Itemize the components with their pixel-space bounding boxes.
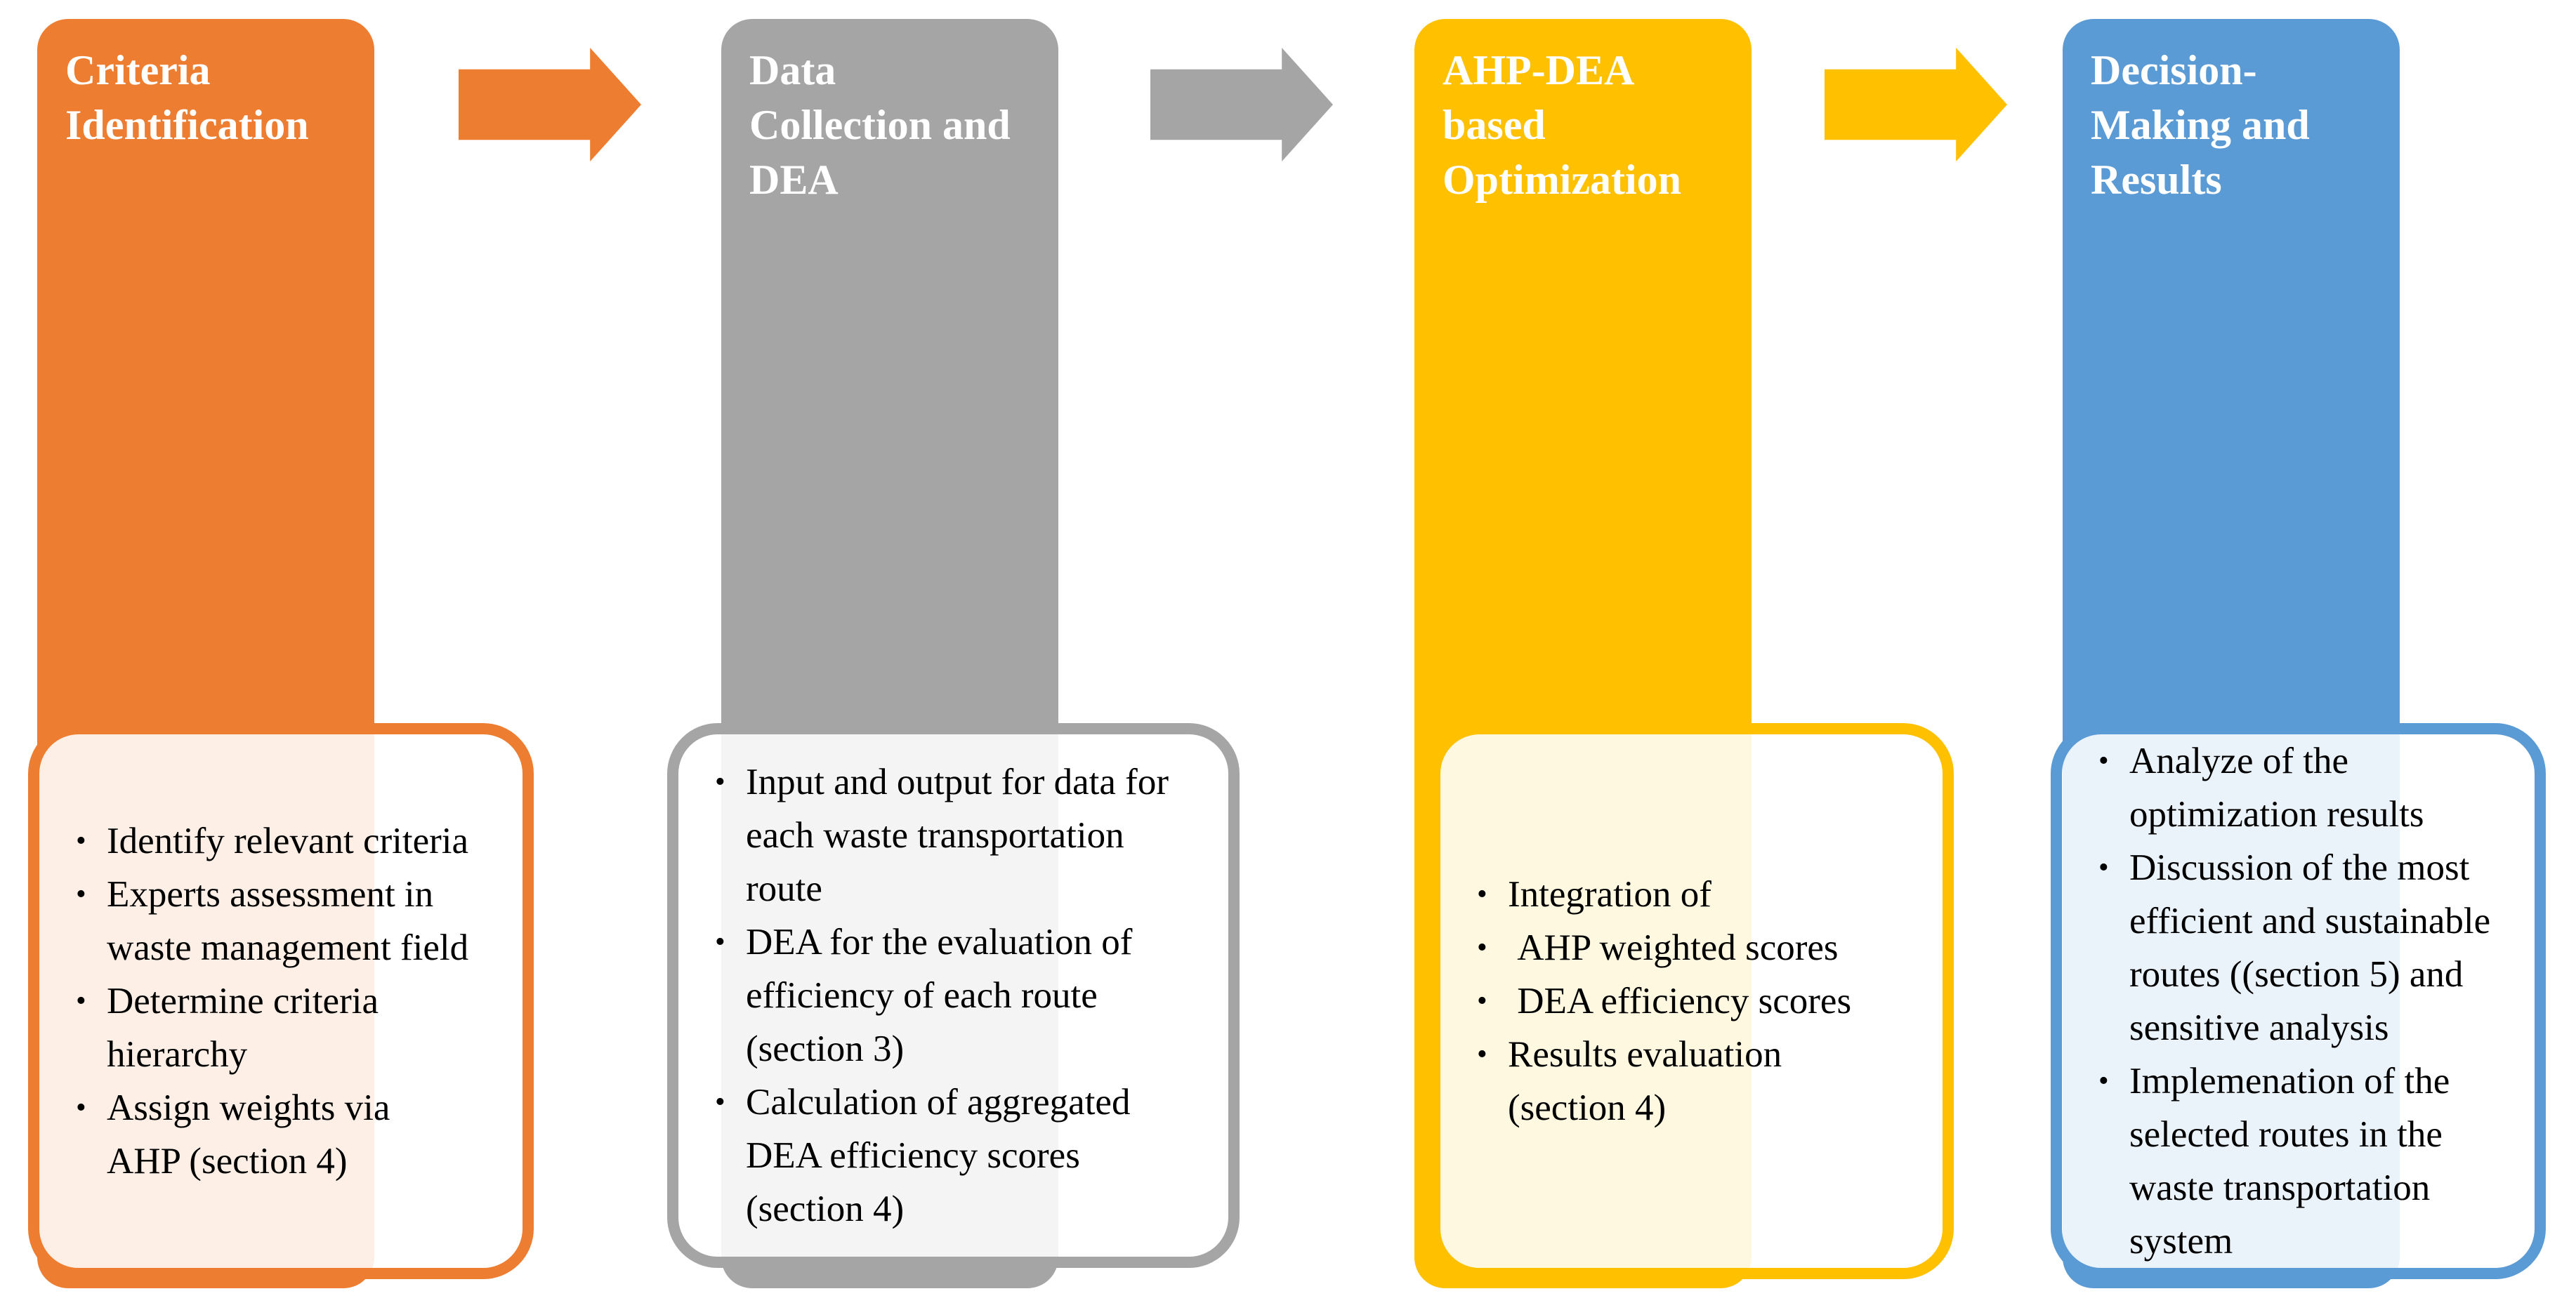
list-item: • Assign weights via AHP (section 4) [76, 1081, 510, 1188]
bullet-dot: • [76, 825, 86, 857]
list-item: • Integration of [1477, 868, 1930, 921]
bullet-text: Analyze of the optimization results [2129, 741, 2424, 835]
list-item: • Experts assessment in waste management… [76, 868, 510, 974]
bullet-text: Results evaluation (section 4) [1508, 1034, 1782, 1128]
flow-arrow-icon [1825, 48, 2007, 161]
list-item: • Analyze of the optimization results [2098, 734, 2522, 841]
bullet-text: Assign weights via AHP (section 4) [107, 1087, 390, 1182]
bullet-text: DEA for the evaluation of efficiency of … [746, 922, 1133, 1069]
flow-arrow-icon [1150, 48, 1333, 161]
bullet-text: Integration of [1508, 874, 1711, 915]
list-item: • DEA for the evaluation of efficiency o… [715, 915, 1216, 1076]
stage-title: Decision- Making and Results [2091, 47, 2310, 203]
list-item: • Determine criteria hierarchy [76, 974, 510, 1081]
stage-bullet-list: • Identify relevant criteria • Experts a… [39, 814, 523, 1188]
bullet-text: Experts assessment in waste management f… [107, 874, 469, 968]
stage-detail-box-data-collection-dea: • Input and output for data for each was… [667, 723, 1240, 1268]
bullet-text: Input and output for data for each waste… [746, 762, 1169, 909]
bullet-dot: • [715, 926, 725, 958]
bullet-text: Determine criteria hierarchy [107, 981, 379, 1075]
bullet-text: AHP weighted scores [1508, 927, 1839, 968]
bullet-text: DEA efficiency scores [1508, 981, 1852, 1021]
bullet-text: Identify relevant criteria [107, 821, 468, 861]
list-item: • Discussion of the most efficient and s… [2098, 841, 2522, 1054]
list-item: • Input and output for data for each was… [715, 755, 1216, 915]
bullet-dot: • [2098, 1065, 2109, 1097]
stage-detail-box-ahp-dea-optimization: • Integration of • AHP weighted scores •… [1429, 723, 1954, 1279]
bullet-dot: • [1477, 932, 1487, 964]
bullet-text: Calculation of aggregated DEA efficiency… [746, 1082, 1131, 1229]
bullet-dot: • [2098, 852, 2109, 884]
stage-bullet-list: • Analyze of the optimization results • … [2062, 734, 2535, 1268]
bullet-text: Discussion of the most efficient and sus… [2129, 847, 2491, 1048]
bullet-dot: • [715, 1086, 725, 1118]
bullet-dot: • [76, 985, 86, 1017]
stage-bullet-list: • Integration of • AHP weighted scores •… [1440, 868, 1943, 1135]
list-item: • Implemenation of the selected routes i… [2098, 1054, 2522, 1268]
list-item: • Calculation of aggregated DEA efficien… [715, 1076, 1216, 1236]
list-item: • AHP weighted scores [1477, 921, 1930, 974]
bullet-dot: • [1477, 985, 1487, 1017]
bullet-dot: • [1477, 878, 1487, 911]
stage-detail-box-decision-making-results: • Analyze of the optimization results • … [2051, 723, 2546, 1279]
stage-title: Criteria Identification [65, 47, 309, 148]
bullet-dot: • [715, 766, 725, 798]
bullet-dot: • [76, 1092, 86, 1124]
flow-arrow-icon [459, 48, 641, 161]
stage-title: AHP-DEA based Optimization [1443, 47, 1681, 203]
stage-bullet-list: • Input and output for data for each was… [678, 755, 1228, 1236]
bullet-dot: • [76, 878, 86, 911]
list-item: • DEA efficiency scores [1477, 974, 1930, 1028]
stage-detail-box-criteria-identification: • Identify relevant criteria • Experts a… [28, 723, 534, 1279]
bullet-text: Implemenation of the selected routes in … [2129, 1061, 2450, 1262]
list-item: • Results evaluation (section 4) [1477, 1028, 1930, 1135]
stage-title: Data Collection and DEA [749, 47, 1011, 203]
bullet-dot: • [1477, 1038, 1487, 1071]
bullet-dot: • [2098, 745, 2109, 777]
list-item: • Identify relevant criteria [76, 814, 510, 868]
